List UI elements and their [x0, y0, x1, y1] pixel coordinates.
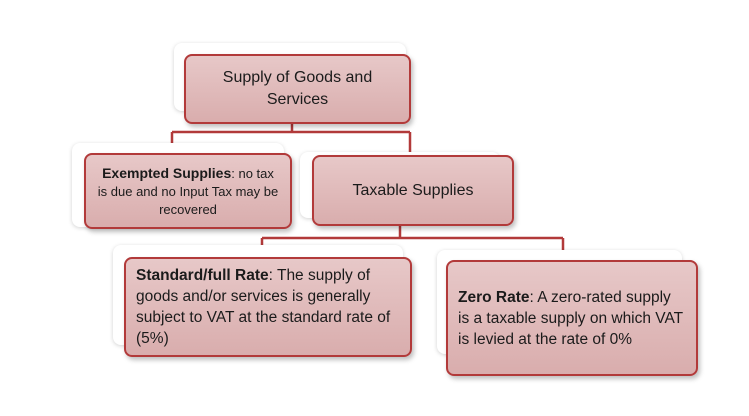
zero-rate-text: Zero Rate: A zero-rated supply is a taxa… — [458, 287, 686, 350]
root-node-label: Supply of Goods and Services — [222, 69, 373, 108]
standard-rate-title: Standard/full Rate — [136, 267, 269, 284]
exempted-supplies-text: Exempted Supplies: no tax is due and no … — [96, 164, 280, 219]
root-node: Supply of Goods and Services — [184, 54, 411, 124]
zero-rate-node: Zero Rate: A zero-rated supply is a taxa… — [446, 260, 698, 376]
taxable-supplies-node: Taxable Supplies — [312, 155, 514, 226]
standard-rate-text: Standard/full Rate: The supply of goods … — [136, 265, 400, 349]
taxable-supplies-label: Taxable Supplies — [352, 181, 474, 199]
exempted-supplies-node: Exempted Supplies: no tax is due and no … — [84, 153, 292, 229]
exempted-supplies-title: Exempted Supplies — [102, 164, 232, 181]
connector-root-to-children — [170, 124, 412, 155]
exempted-supplies-description: : no tax is due and no Input Tax may be … — [97, 165, 279, 217]
zero-rate-description: : A zero-rated supply is a taxable suppl… — [458, 288, 683, 348]
standard-rate-description: : The supply of goods and/or services is… — [136, 267, 391, 347]
standard-rate-node: Standard/full Rate: The supply of goods … — [124, 257, 412, 357]
zero-rate-title: Zero Rate — [458, 288, 530, 306]
connector-taxable-to-children — [260, 226, 565, 262]
